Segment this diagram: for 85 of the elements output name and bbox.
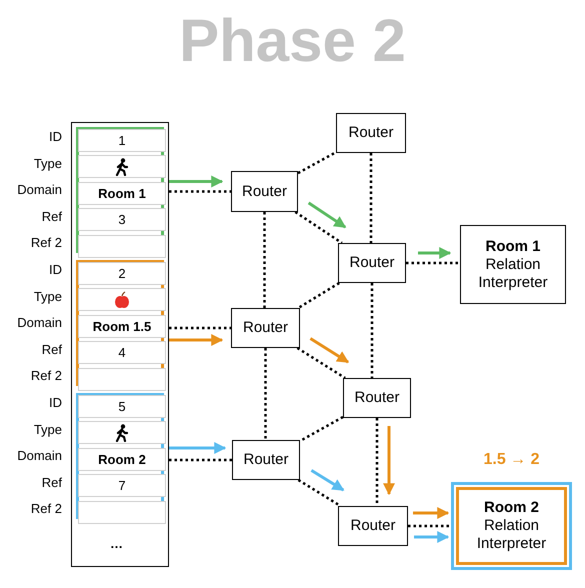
- dotted-link: [298, 282, 340, 310]
- table-column: [71, 122, 169, 567]
- cell-text: Room 1.5: [92, 318, 152, 334]
- router-label: Router: [350, 517, 396, 535]
- interpreter-label: Relation Interpreter: [477, 256, 549, 292]
- table-cell: [78, 314, 166, 338]
- router-box: [338, 506, 408, 546]
- dotted-link: [264, 348, 267, 440]
- flow-arrow: [310, 337, 350, 364]
- field-label: Type: [34, 156, 62, 171]
- field-label: ID: [49, 395, 62, 410]
- router-label: Router: [242, 319, 288, 337]
- router-box: [338, 243, 406, 283]
- version-note: 1.5 → 2: [482, 451, 541, 469]
- field-label: Ref: [42, 474, 62, 490]
- dotted-link: [169, 326, 231, 330]
- table-cell: [78, 155, 166, 178]
- flow-arrow: [413, 507, 450, 519]
- flow-arrow: [308, 202, 346, 228]
- table-cell: [78, 500, 166, 524]
- dotted-link: [370, 283, 374, 378]
- cell-text: Room 2: [98, 452, 146, 468]
- cell-text: 3: [118, 212, 126, 228]
- router-label: Router: [354, 389, 400, 407]
- router-box: [231, 308, 300, 348]
- table-cell: [78, 448, 166, 471]
- flow-arrow: [418, 247, 452, 259]
- dotted-link: [408, 524, 451, 528]
- field-label: Type: [34, 288, 62, 304]
- table-cell: [78, 262, 166, 285]
- room-heading: Room 2: [482, 499, 540, 517]
- dotted-link: [169, 458, 232, 462]
- interpreter-box: [460, 225, 566, 304]
- dotted-link: [298, 478, 342, 508]
- flow-arrow: [383, 426, 395, 496]
- router-box: [343, 378, 411, 418]
- router-box: [336, 113, 406, 153]
- cell-text: 5: [118, 398, 126, 414]
- cell-text: 7: [118, 478, 126, 494]
- table-cell: [78, 208, 166, 232]
- router-box: [232, 440, 300, 480]
- field-label: Ref: [42, 208, 62, 224]
- router-box: [231, 171, 298, 212]
- field-label: Ref 2: [30, 235, 62, 250]
- table-cell: [78, 288, 166, 312]
- dotted-link: [406, 262, 460, 264]
- dotted-link: [263, 212, 266, 308]
- router-label: Router: [242, 182, 288, 200]
- interpreter-label: Relation Interpreter: [476, 517, 548, 553]
- table-cell: [78, 234, 166, 258]
- field-label: Type: [34, 422, 62, 437]
- field-label: Ref: [42, 342, 62, 357]
- field-label: Domain: [17, 448, 62, 464]
- router-label: Router: [349, 254, 395, 272]
- dotted-link: [370, 153, 372, 243]
- flow-arrow: [310, 469, 344, 492]
- dotted-link: [169, 190, 231, 193]
- dotted-link: [296, 346, 346, 380]
- field-label: Ref 2: [30, 368, 62, 384]
- dotted-link: [297, 151, 337, 174]
- cell-text: 2: [118, 266, 126, 282]
- cell-text: 4: [118, 344, 126, 360]
- table-cell: [78, 395, 166, 418]
- table-cell: [78, 182, 166, 205]
- table-cell: [78, 474, 166, 498]
- dotted-link: [376, 418, 378, 506]
- router-label: Router: [348, 124, 394, 142]
- ellipsis-text: …: [110, 536, 123, 551]
- room-heading: Room 1: [484, 238, 542, 256]
- dotted-link: [294, 210, 343, 244]
- table-cell: [78, 368, 166, 391]
- table-cell: [78, 129, 166, 152]
- field-label: Ref 2: [30, 501, 62, 516]
- cell-text: Room 1: [98, 186, 146, 202]
- router-label: Router: [243, 451, 289, 469]
- table-cell: [78, 341, 166, 364]
- cell-text: 1: [118, 132, 126, 148]
- field-label: Domain: [17, 315, 62, 330]
- field-label: Domain: [17, 182, 62, 198]
- table-cell: [78, 421, 166, 444]
- field-label: ID: [49, 262, 62, 277]
- flow-arrow: [414, 531, 450, 543]
- diagram-title: Phase 2: [178, 6, 407, 76]
- dotted-link: [299, 416, 344, 442]
- field-label: ID: [49, 129, 62, 144]
